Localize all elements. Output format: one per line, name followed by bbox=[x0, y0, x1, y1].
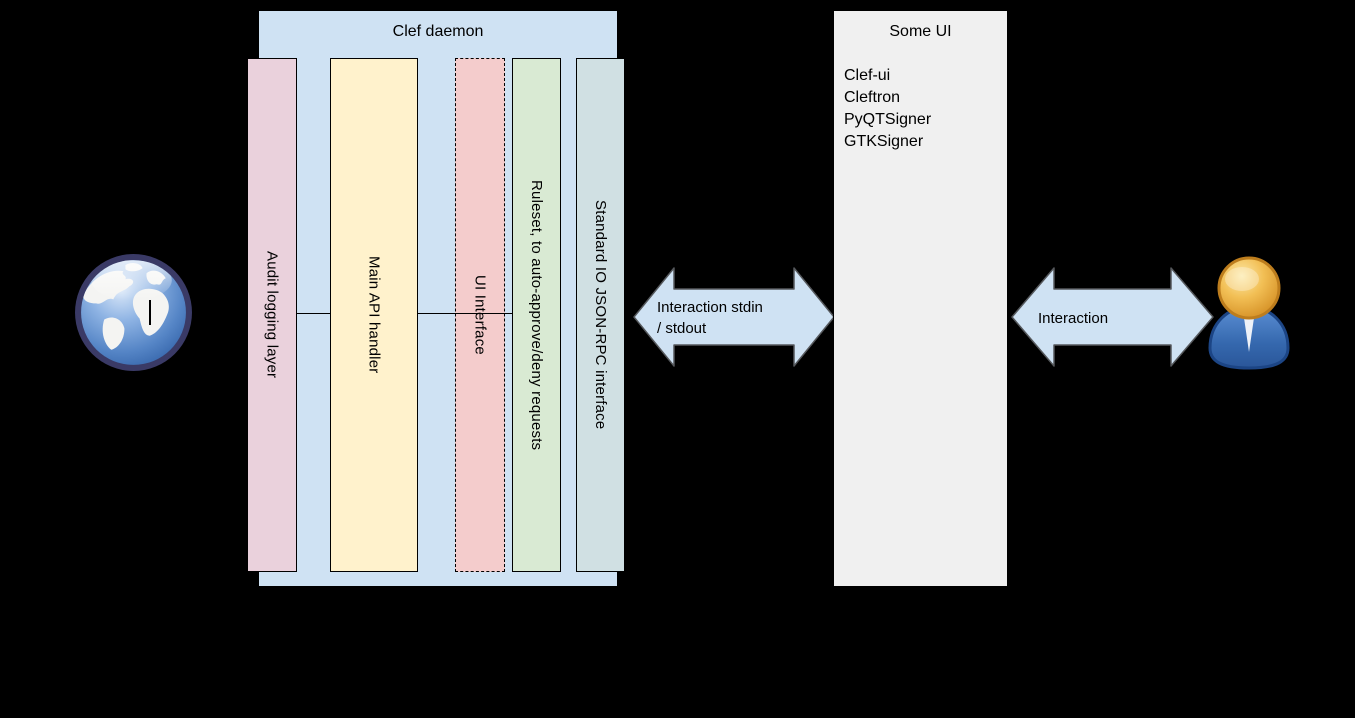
globe-icon bbox=[75, 254, 192, 371]
some-ui-box: Some UI Clef-ui Cleftron PyQTSigner GTKS… bbox=[833, 10, 1008, 587]
some-ui-item-gtksigner: GTKSigner bbox=[844, 133, 924, 150]
interaction-user-label: Interaction bbox=[1038, 310, 1109, 327]
layer-audit-logging-label: Audit logging layer bbox=[263, 251, 281, 379]
layer-stdio-jsonrpc: Standard IO JSON-RPC interface bbox=[576, 58, 625, 572]
connector-line-audit-api bbox=[297, 313, 330, 314]
layer-ruleset-label: Ruleset, to auto-approve/deny requests bbox=[528, 179, 545, 451]
some-ui-list: Clef-ui Cleftron PyQTSigner GTKSigner bbox=[844, 65, 931, 153]
interaction-stdio-label-line2: / stdout bbox=[657, 320, 707, 337]
layer-ui-interface-label: UI Interface bbox=[471, 275, 489, 355]
interaction-stdio-label-line1: Interaction stdin bbox=[657, 299, 763, 316]
interaction-user-arrow bbox=[1011, 267, 1214, 367]
cursor-mark bbox=[149, 300, 151, 325]
connector-line-api-ruleset bbox=[418, 313, 512, 314]
layer-ui-interface: UI Interface bbox=[455, 58, 505, 572]
layer-ruleset: Ruleset, to auto-approve/deny requests bbox=[512, 58, 561, 572]
layer-audit-logging: Audit logging layer bbox=[247, 58, 297, 572]
clef-daemon-title: Clef daemon bbox=[392, 23, 484, 40]
some-ui-item-pyqtsigner: PyQTSigner bbox=[844, 111, 932, 128]
some-ui-item-cleftron: Cleftron bbox=[844, 89, 901, 106]
some-ui-item-clef-ui: Clef-ui bbox=[844, 67, 891, 84]
layer-stdio-jsonrpc-label: Standard IO JSON-RPC interface bbox=[592, 200, 609, 430]
layer-main-api-handler: Main API handler bbox=[330, 58, 418, 572]
interaction-stdio-label: Interaction stdin / stdout bbox=[657, 297, 763, 339]
user-icon bbox=[1208, 256, 1290, 370]
clef-daemon-box: Clef daemon bbox=[258, 10, 618, 587]
layer-main-api-handler-label: Main API handler bbox=[365, 256, 383, 374]
some-ui-title: Some UI bbox=[889, 23, 952, 40]
